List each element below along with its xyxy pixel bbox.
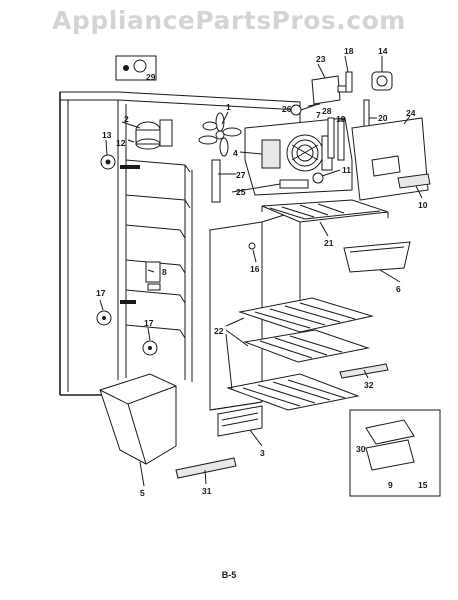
callout-9: 9	[388, 480, 393, 490]
callout-17-upper: 17	[96, 288, 106, 298]
door-hardware	[96, 261, 161, 356]
kickplate	[175, 457, 237, 479]
callout-22: 22	[214, 326, 224, 336]
callout-11: 11	[342, 165, 351, 175]
fresh-food-shelf-top	[261, 199, 389, 223]
hardware-inset	[115, 55, 157, 81]
callout-1: 1	[226, 102, 231, 112]
drain-fitting	[100, 154, 116, 170]
fan-blade	[198, 112, 242, 157]
callout-13: 13	[102, 130, 112, 140]
callout-numbers: 1 2 12 13 4 27 25 26 7 28 19 23 18 14 20…	[96, 46, 428, 498]
tubes-and-rods	[327, 99, 370, 161]
callout-15: 15	[418, 480, 428, 490]
page-code: B-5	[221, 570, 237, 580]
refrigerator-cabinet	[59, 91, 301, 411]
callout-16: 16	[250, 264, 260, 274]
callout-28: 28	[322, 106, 332, 116]
crisper-pan	[343, 241, 411, 273]
callout-5: 5	[140, 488, 145, 498]
callout-17-lower: 17	[144, 318, 154, 328]
callout-32: 32	[364, 380, 374, 390]
callout-3: 3	[260, 448, 265, 458]
callout-21: 21	[324, 238, 334, 248]
ice-tray-inset	[349, 409, 441, 497]
cold-control-sensor	[290, 103, 319, 116]
callout-14: 14	[378, 46, 388, 56]
callout-19: 19	[336, 114, 346, 124]
callout-20: 20	[378, 113, 388, 123]
bottom-grille	[217, 405, 263, 437]
callout-27: 27	[236, 170, 246, 180]
watermark: AppliancePartsPros.com	[52, 6, 406, 35]
fan-motor	[135, 119, 173, 150]
light-housing	[371, 71, 393, 91]
callout-30: 30	[356, 444, 366, 454]
callout-8: 8	[162, 267, 167, 277]
mullion-bracket	[211, 159, 221, 203]
fresh-food-shelves	[226, 297, 374, 411]
callout-26: 26	[282, 104, 292, 114]
callout-25: 25	[236, 187, 246, 197]
callout-18: 18	[344, 46, 354, 56]
callout-2: 2	[124, 114, 129, 124]
callout-7: 7	[316, 110, 321, 120]
callout-24: 24	[406, 108, 416, 118]
callout-leaders	[99, 55, 423, 487]
callout-12: 12	[116, 138, 126, 148]
freezer-bin	[99, 373, 177, 465]
callout-29: 29	[146, 72, 156, 82]
callout-10: 10	[418, 200, 428, 210]
callout-31: 31	[202, 486, 212, 496]
top-hinge-bracket	[311, 71, 353, 105]
mullion-screw	[248, 242, 256, 250]
callout-6: 6	[396, 284, 401, 294]
callout-4: 4	[233, 148, 238, 158]
callout-23: 23	[316, 54, 326, 64]
freezer-baskets	[120, 165, 140, 304]
cover-trim	[397, 173, 431, 189]
